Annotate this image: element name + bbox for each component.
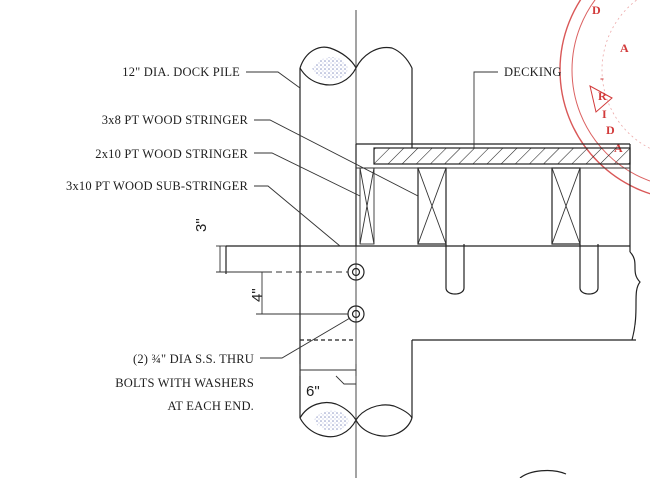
label-bolts-line-1: (2) ¾" DIA S.S. THRU	[133, 352, 254, 366]
stringer-2x10-and-decking	[355, 143, 631, 295]
bolt-lower	[351, 309, 361, 319]
seal-letter-2: A	[620, 41, 629, 55]
pile-bottom-section-hatch	[314, 410, 349, 431]
dock-pile	[299, 10, 413, 478]
label-stringer-2x10: 2x10 PT WOOD STRINGER	[95, 147, 248, 161]
block-stub-right	[579, 244, 599, 295]
dim-4in-text: 4"	[249, 288, 266, 302]
dim-3in-text: 3"	[193, 218, 210, 232]
bolt-upper	[351, 267, 361, 277]
pile-top-section-hatch	[312, 57, 348, 80]
engineer-seal-stamp: D A - R I D A	[559, 0, 650, 195]
leader-lines	[246, 71, 498, 359]
stringer-3x8-right	[551, 167, 581, 245]
detail-marker-partial	[519, 469, 567, 478]
seal-letter-3: -	[600, 71, 604, 85]
dimension-lines	[216, 245, 357, 385]
label-bolts-line-3: AT EACH END.	[167, 399, 254, 413]
label-sub-stringer-3x10: 3x10 PT WOOD SUB-STRINGER	[66, 179, 248, 193]
label-bolts-line-2: BOLTS WITH WASHERS	[115, 376, 254, 390]
stringer-3x8-left	[417, 167, 447, 245]
sub-stringer-3x10	[225, 245, 641, 341]
block-stub-left	[445, 244, 465, 295]
dim-6in-text: 6"	[306, 383, 320, 400]
seal-letter-6: D	[606, 123, 615, 137]
label-stringer-3x8: 3x8 PT WOOD STRINGER	[102, 113, 249, 127]
label-dock-pile: 12" DIA. DOCK PILE	[122, 65, 240, 79]
seal-letter-5: I	[602, 107, 607, 121]
label-decking: DECKING	[504, 65, 562, 79]
decking-board	[373, 147, 631, 165]
seal-letter-1: D	[592, 3, 601, 17]
seal-letter-4: R	[598, 89, 607, 103]
